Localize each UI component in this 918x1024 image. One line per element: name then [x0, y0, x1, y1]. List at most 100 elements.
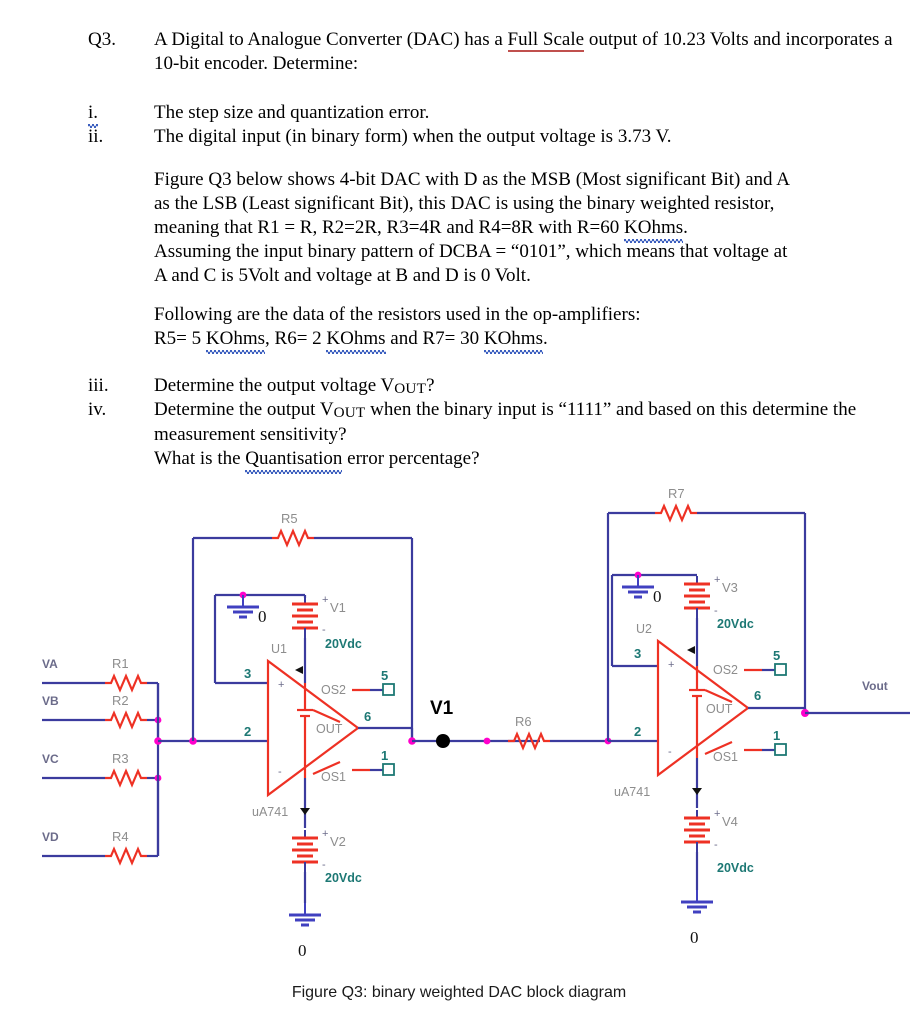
- figure-desc-line-5: A and C is 5Volt and voltage at B and D …: [154, 265, 531, 286]
- figure-desc-line-3c: .: [683, 217, 688, 238]
- figure-desc-line-2: as the LSB (Least significant Bit), this…: [154, 193, 775, 214]
- opamp-u2-plus: +: [668, 659, 674, 671]
- source-ref-v3: V3: [722, 580, 738, 595]
- node-label-v1: V1: [430, 698, 454, 719]
- item-iv-line3b: Quantisation: [245, 448, 343, 474]
- battery-minus-v4: -: [714, 839, 718, 851]
- opamp-u2-os1-label: OS1: [713, 750, 738, 764]
- opamp-u1-pin-plus: 3: [244, 666, 251, 681]
- input-label-va: VA: [42, 657, 58, 671]
- battery-plus-v2: +: [322, 828, 328, 840]
- resistor-data-line-1: Following are the data of the resistors …: [154, 304, 641, 325]
- opamp-u1-plus: +: [278, 679, 284, 691]
- item-iv-subscript: OUT: [333, 404, 366, 421]
- resistor-data-line-2: R5= 5 KOhms, R6= 2 KOhms and R7= 30 KOhm…: [154, 327, 904, 354]
- opamp-u1-part: uA741: [252, 805, 288, 819]
- item-iv-line3c: error percentage?: [342, 448, 480, 469]
- item-iii-post: ?: [426, 375, 435, 396]
- resistor-label-r3: R3: [112, 751, 129, 766]
- r7-unit: KOhms: [483, 328, 544, 354]
- opamp-u1-pin-os1: 1: [381, 748, 388, 763]
- battery-minus-v1: -: [322, 624, 326, 636]
- question-item-iv: iv. Determine the output VOUT when the b…: [88, 398, 898, 474]
- item-iv-text: Determine the output VOUT when the binar…: [154, 398, 898, 474]
- r5-unit: KOhms: [205, 328, 266, 354]
- battery-plus-v1: +: [322, 594, 328, 606]
- item-iii-subscript: OUT: [394, 380, 427, 397]
- figure-description-paragraph: Figure Q3 below shows 4-bit DAC with D a…: [154, 168, 904, 288]
- item-iv-line3a: What is the: [154, 448, 246, 469]
- question-intro: A Digital to Analogue Converter (DAC) ha…: [154, 28, 898, 76]
- opamp-u2-pin-os2: 5: [773, 648, 780, 663]
- opamp-u1-pin-out: 6: [364, 709, 371, 724]
- question-item-iii: iii. Determine the output voltage VOUT?: [88, 374, 898, 399]
- item-ii-marker: ii.: [88, 126, 104, 147]
- opamp-u1-pin-minus: 2: [244, 724, 251, 739]
- opamp-u1-pin-os2: 5: [381, 668, 388, 683]
- figure-desc-line-3b: KOhms: [624, 217, 684, 243]
- item-iv-line3: What is the Quantisation error percentag…: [154, 447, 898, 474]
- opamp-u2-out-label: OUT: [706, 702, 733, 716]
- question-intro-part1: A Digital to Analogue Converter (DAC) ha…: [154, 29, 508, 50]
- opamp-u2-part: uA741: [614, 785, 650, 799]
- figure-desc-line-1: Figure Q3 below shows 4-bit DAC with D a…: [154, 169, 790, 190]
- question-item-ii: ii. The digital input (in binary form) w…: [88, 125, 898, 149]
- figure-desc-line-3: meaning that R1 = R, R2=2R, R3=4R and R4…: [154, 216, 904, 243]
- battery-minus-v2: -: [322, 859, 326, 871]
- resistor-label-r1: R1: [112, 656, 129, 671]
- item-iv-pre: Determine the output V: [154, 399, 334, 420]
- item-iv-marker: iv.: [88, 399, 107, 420]
- item-iii-text: Determine the output voltage VOUT?: [154, 374, 898, 399]
- r6-unit: KOhms: [326, 328, 386, 354]
- figure-desc-line-4: Assuming the input binary pattern of DCB…: [154, 241, 788, 262]
- ground-label-u2: 0: [653, 587, 662, 606]
- opamp-u2-os2-label: OS2: [713, 663, 738, 677]
- figure-desc-line-3a: meaning that R1 = R, R2=2R, R3=4R and R4…: [154, 217, 625, 238]
- output-label-vout: Vout: [862, 679, 888, 693]
- opamp-u2-pin-out: 6: [754, 688, 761, 703]
- opamp-u1-out-label: OUT: [316, 722, 343, 736]
- opamp-u2-minus: -: [668, 746, 672, 758]
- source-value-v2: 20Vdc: [325, 871, 362, 885]
- item-i-marker: i.: [88, 101, 154, 128]
- item-iv-post: when the binary input is “1111” and base…: [154, 399, 857, 445]
- source-value-v1: 20Vdc: [325, 637, 362, 651]
- question-q3-row: Q3. A Digital to Analogue Converter (DAC…: [88, 28, 898, 76]
- input-label-vd: VD: [42, 830, 59, 844]
- resistor-line-end: .: [542, 328, 548, 349]
- battery-plus-v3: +: [714, 574, 720, 586]
- opamp-u1-os2-label: OS2: [321, 683, 346, 697]
- source-ref-v2: V2: [330, 834, 346, 849]
- item-i-marker-text: i.: [88, 102, 99, 128]
- resistor-data-paragraph: Following are the data of the resistors …: [154, 303, 904, 354]
- item-iii-pre: Determine the output voltage V: [154, 375, 395, 396]
- resistor-label-r7: R7: [668, 486, 685, 501]
- ground-label-u1: 0: [258, 607, 267, 626]
- item-i-text: The step size and quantization error.: [154, 102, 430, 123]
- item-ii-text: The digital input (in binary form) when …: [154, 126, 672, 147]
- opamp-u1-minus: -: [278, 766, 282, 778]
- r6-label: , R6= 2: [265, 328, 327, 349]
- ground-label-v4: 0: [690, 928, 699, 947]
- opamp-u2-pin-plus: 3: [634, 646, 641, 661]
- resistor-label-r5: R5: [281, 511, 298, 526]
- source-ref-v4: V4: [722, 814, 738, 829]
- question-number: Q3.: [88, 29, 116, 50]
- opamp-u2-ref: U2: [636, 622, 652, 636]
- full-scale-emphasis: Full Scale: [507, 29, 585, 52]
- resistor-label-r4: R4: [112, 829, 129, 844]
- r5-label: R5= 5: [154, 328, 206, 349]
- item-iii-marker: iii.: [88, 375, 109, 396]
- opamp-u1-ref: U1: [271, 642, 287, 656]
- resistor-label-r6: R6: [515, 714, 532, 729]
- source-ref-v1: V1: [330, 600, 346, 615]
- question-item-i: i. The step size and quantization error.: [88, 101, 898, 128]
- source-value-v4: 20Vdc: [717, 861, 754, 875]
- battery-plus-v4: +: [714, 808, 720, 820]
- input-label-vc: VC: [42, 752, 59, 766]
- source-value-v3: 20Vdc: [717, 617, 754, 631]
- ground-label-v2: 0: [298, 941, 307, 960]
- resistor-label-r2: R2: [112, 693, 129, 708]
- input-label-vb: VB: [42, 694, 59, 708]
- figure-caption: Figure Q3: binary weighted DAC block dia…: [291, 984, 627, 1001]
